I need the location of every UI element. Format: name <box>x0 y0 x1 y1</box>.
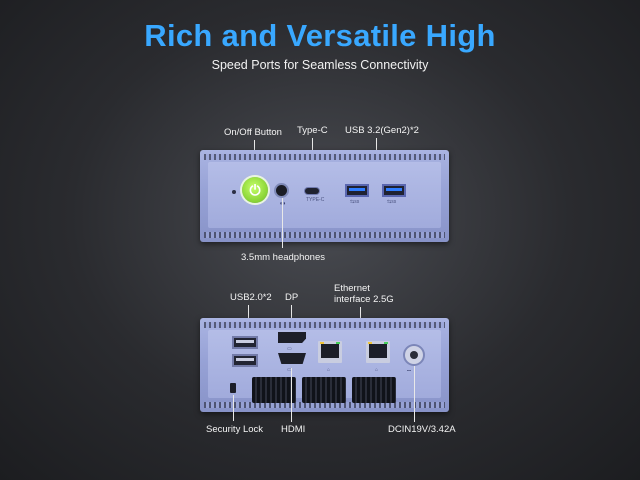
front-label-usb32: USB 3.2(Gen2)*2 <box>345 125 419 136</box>
back-label-security-lock: Security Lock <box>206 424 264 435</box>
ethernet-port-1-led-right <box>336 342 340 344</box>
leader-headphones <box>282 198 283 248</box>
power-icon: ⏻ <box>249 182 261 198</box>
ethernet-port-1-socket <box>321 344 339 358</box>
front-label-on-off: On/Off Button <box>224 127 282 138</box>
vent-block-middle <box>302 377 346 403</box>
dcin-port[interactable] <box>405 346 423 364</box>
back-label-dp: DP <box>285 292 299 303</box>
security-lock-slot[interactable] <box>230 383 236 393</box>
leader-dp <box>291 305 292 329</box>
front-bottom-vent <box>204 232 445 238</box>
leader-ethernet-v <box>360 307 361 321</box>
dcin-icon: ⎓ <box>407 368 411 374</box>
leader-usb20 <box>248 305 249 327</box>
status-led <box>232 190 236 194</box>
leader-hdmi <box>291 368 292 422</box>
usb-symbol-icon: ⇆ss <box>350 199 360 205</box>
dp-icon: ▭ <box>287 346 292 352</box>
network-icon: ⌂ <box>375 367 379 373</box>
ethernet-port-2-led-right <box>384 342 388 344</box>
back-bottom-vent <box>204 402 445 408</box>
dp-port[interactable] <box>278 332 306 343</box>
headphone-jack[interactable] <box>276 185 287 196</box>
ethernet-port-2-socket <box>369 344 387 358</box>
ethernet-port-2[interactable] <box>366 341 390 363</box>
front-label-headphones: 3.5mm headphones <box>241 252 325 263</box>
usb32-port-1[interactable] <box>345 184 369 197</box>
back-label-usb20: USB2.0*2 <box>230 292 272 303</box>
leader-dcin <box>414 366 415 422</box>
hdmi-port[interactable] <box>278 353 306 364</box>
vent-block-left <box>252 377 296 403</box>
front-top-vent <box>204 154 445 160</box>
usb32-port-2[interactable] <box>382 184 406 197</box>
ethernet-port-1-led-left <box>320 342 324 344</box>
back-label-hdmi: HDMI <box>281 424 306 435</box>
type-c-tiny-label: TYPE-C <box>306 197 325 203</box>
back-label-dcin: DCIN19V/3.42A <box>388 424 456 435</box>
leader-security-lock <box>233 395 234 421</box>
headline: Rich and Versatile High <box>144 18 496 53</box>
front-label-type-c: Type-C <box>297 125 328 136</box>
ethernet-port-2-led-left <box>368 342 372 344</box>
power-button[interactable]: ⏻ <box>242 177 268 203</box>
hdmi-icon: ▭ <box>287 367 292 373</box>
vent-block-right <box>352 377 396 403</box>
ethernet-port-1[interactable] <box>318 341 342 363</box>
network-icon: ⌂ <box>327 367 331 373</box>
usb20-port-2[interactable] <box>232 354 258 367</box>
back-label-ethernet: Ethernet interface 2.5G <box>334 283 394 305</box>
usb-symbol-icon: ⇆ss <box>387 199 397 205</box>
usb20-port-1[interactable] <box>232 336 258 349</box>
subline: Speed Ports for Seamless Connectivity <box>211 58 429 72</box>
front-device <box>200 150 449 242</box>
back-top-vent <box>204 322 445 328</box>
type-c-port[interactable] <box>305 188 319 194</box>
